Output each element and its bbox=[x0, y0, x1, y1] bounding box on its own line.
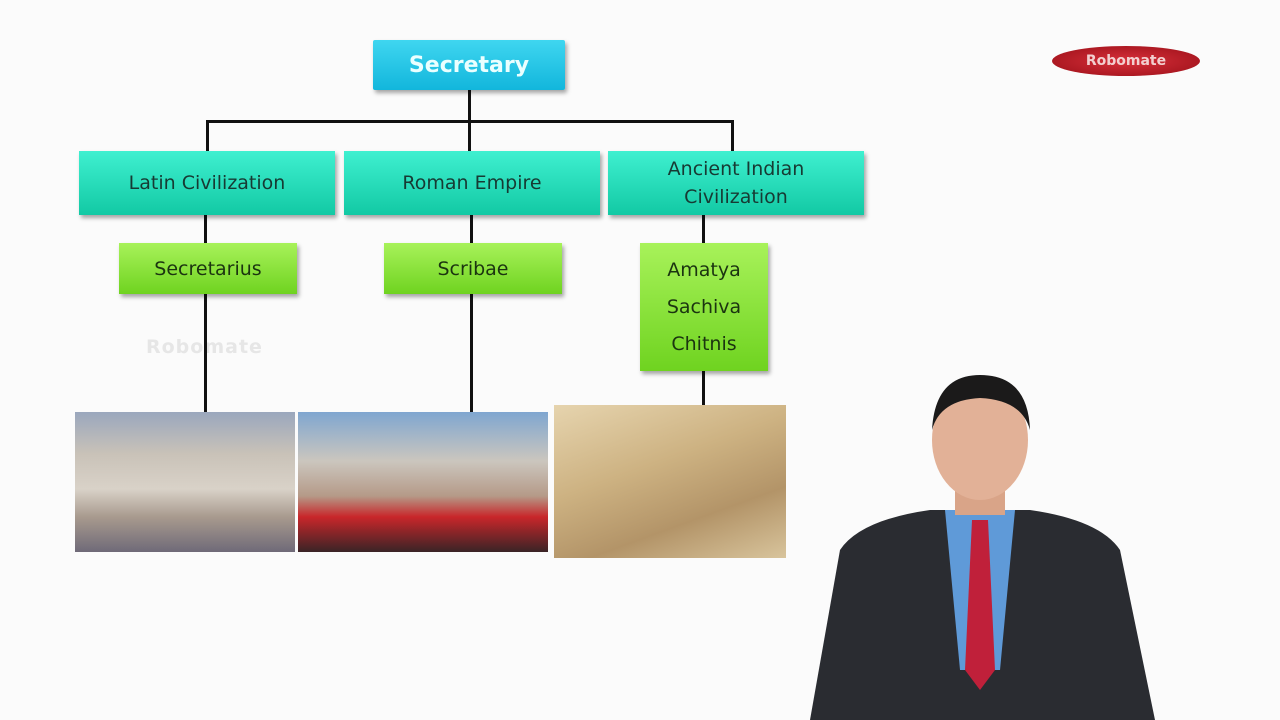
term-sachiva: Sachiva bbox=[666, 295, 742, 318]
presenter-face bbox=[932, 380, 1028, 500]
connector bbox=[206, 120, 209, 152]
connector bbox=[204, 294, 207, 412]
term-amatya: Amatya bbox=[667, 258, 741, 281]
ancient-indian-city-image bbox=[554, 405, 786, 558]
robomate-logo: Robomate bbox=[1052, 46, 1200, 76]
node-scribae: Scribae bbox=[384, 243, 562, 294]
connector bbox=[731, 120, 734, 152]
connector bbox=[470, 294, 473, 412]
presenter-tie bbox=[965, 520, 995, 690]
node-roman-empire: Roman Empire bbox=[344, 151, 600, 215]
root-node-secretary: Secretary bbox=[373, 40, 565, 90]
connector bbox=[702, 215, 705, 243]
logo-text: Robomate bbox=[1085, 53, 1167, 69]
term-chitnis: Chitnis bbox=[671, 332, 737, 355]
connector bbox=[468, 120, 471, 152]
node-secretarius: Secretarius bbox=[119, 243, 297, 294]
latin-city-image bbox=[75, 412, 295, 552]
connector bbox=[468, 90, 471, 122]
node-latin-civilization: Latin Civilization bbox=[79, 151, 335, 215]
connector bbox=[702, 371, 705, 406]
node-indian-terms: Amatya Sachiva Chitnis bbox=[640, 243, 768, 371]
presenter-hair bbox=[932, 375, 1030, 430]
watermark: Robomate bbox=[146, 336, 263, 358]
connector bbox=[204, 215, 207, 243]
connector bbox=[470, 215, 473, 243]
presenter-video bbox=[810, 375, 1155, 720]
roman-empire-image bbox=[298, 412, 548, 552]
node-ancient-indian-civilization: Ancient Indian Civilization bbox=[608, 151, 864, 215]
